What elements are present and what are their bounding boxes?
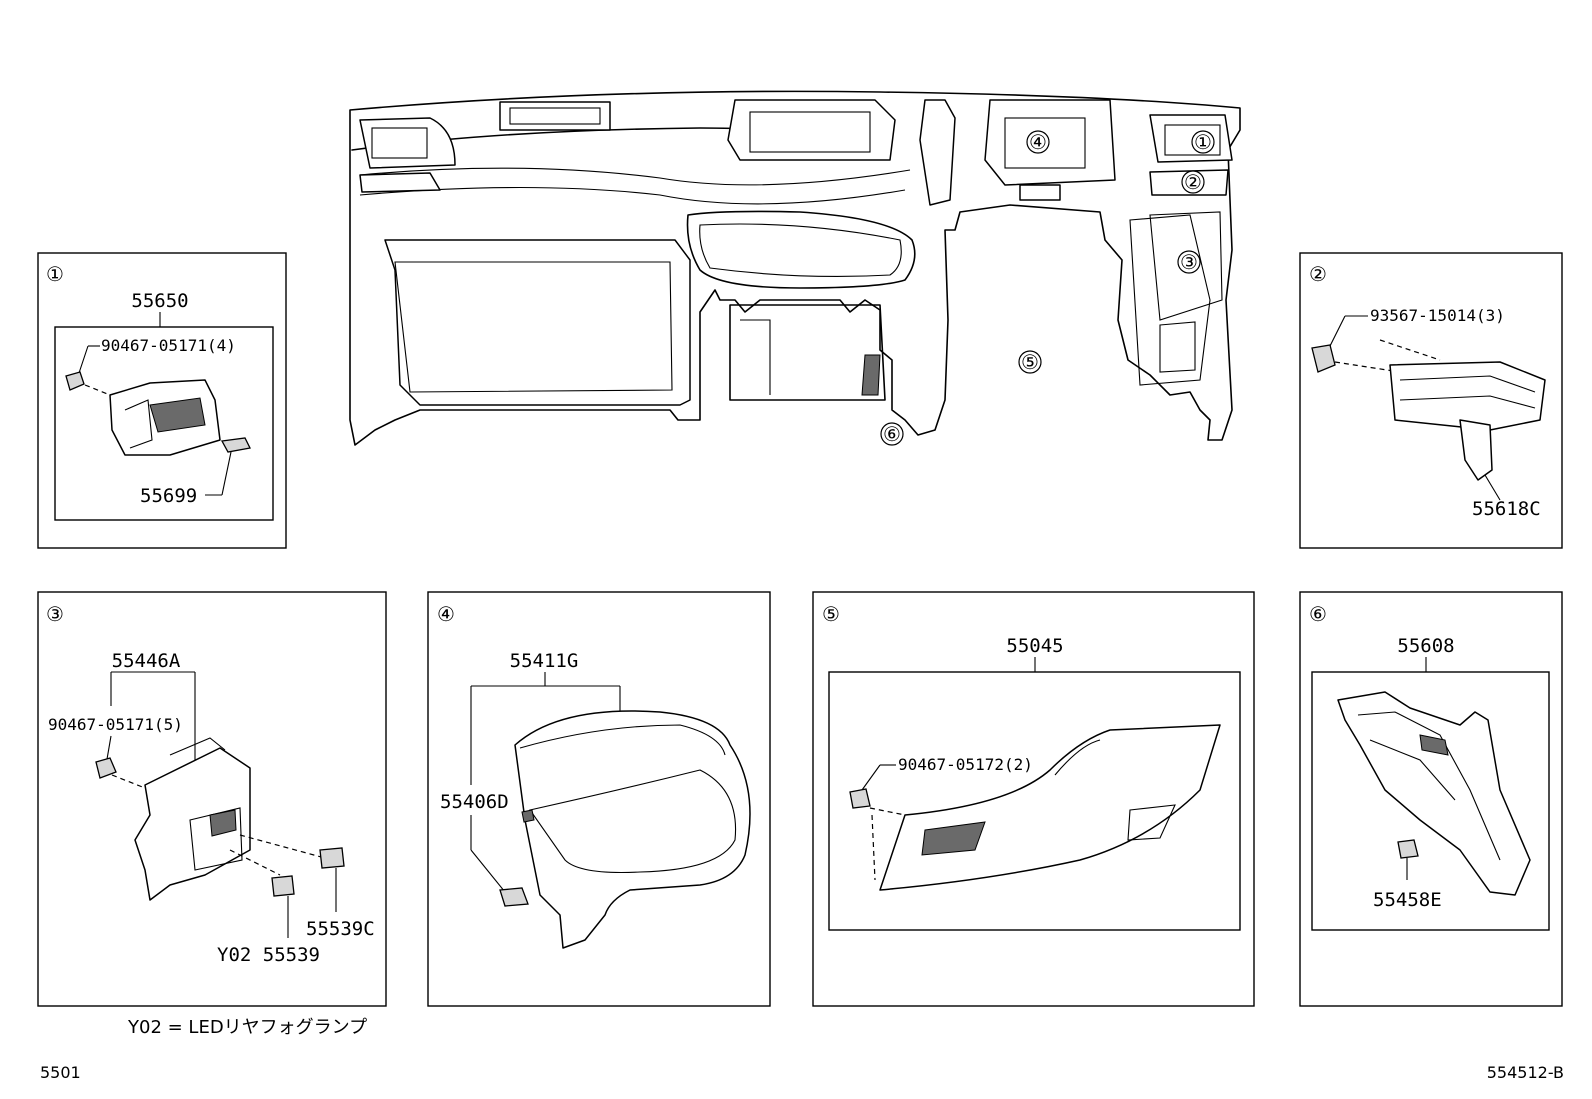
- detail-panel-5: ⑤ 55045 90467-05172(2): [813, 592, 1254, 1006]
- callout-1-marker: ①: [1192, 130, 1214, 154]
- svg-text:⑥: ⑥: [883, 422, 901, 446]
- detail-panel-4: ④ 55411G 55406D: [428, 592, 770, 1006]
- part-number-55618C: 55618C: [1472, 498, 1541, 520]
- part-number-90467-05171-5: 90467-05171(5): [48, 715, 183, 734]
- part-number-90467-05171-4: 90467-05171(4): [101, 336, 236, 355]
- callout-2-marker: ②: [1182, 170, 1204, 194]
- part-number-55045: 55045: [1006, 635, 1063, 657]
- part-number-90467-05172-2: 90467-05172(2): [898, 755, 1033, 774]
- part-number-Y02-55539: Y02 55539: [217, 944, 320, 966]
- part-number-55650: 55650: [131, 290, 188, 312]
- page-code-right: 554512-B: [1487, 1063, 1564, 1082]
- panel-5-index: ⑤: [822, 602, 840, 626]
- callout-5-marker: ⑤: [1019, 350, 1041, 374]
- panel-2-index: ②: [1309, 262, 1327, 286]
- svg-text:⑤: ⑤: [1021, 350, 1039, 374]
- panel-3-index: ③: [46, 602, 64, 626]
- part-number-55406D: 55406D: [440, 791, 509, 813]
- part-number-55446A: 55446A: [112, 650, 181, 672]
- callout-4-marker: ④: [1027, 130, 1049, 154]
- panel-6-index: ⑥: [1309, 602, 1327, 626]
- footnote-y02: Y02 = LEDリヤフォグランプ: [127, 1017, 367, 1038]
- part-number-55699: 55699: [140, 485, 197, 507]
- callout-6-marker: ⑥: [881, 422, 903, 446]
- detail-panel-6: ⑥ 55608 55458E: [1300, 592, 1562, 1006]
- part-number-55608: 55608: [1397, 635, 1454, 657]
- svg-text:④: ④: [1029, 130, 1047, 154]
- svg-text:③: ③: [1180, 250, 1198, 274]
- part-number-55411G: 55411G: [510, 650, 579, 672]
- detail-panel-3: ③ 55446A 90467-05171(5) 55539C Y02 55539: [38, 592, 386, 1006]
- part-number-93567-15014-3: 93567-15014(3): [1370, 306, 1505, 325]
- part-number-55539C: 55539C: [306, 918, 375, 940]
- detail-panel-1: ① 55650 90467-05171(4) 55699: [38, 253, 286, 548]
- page-code-left: 5501: [40, 1063, 81, 1082]
- svg-text:②: ②: [1184, 170, 1202, 194]
- panel-1-index: ①: [46, 262, 64, 286]
- svg-text:①: ①: [1194, 130, 1212, 154]
- callout-3-marker: ③: [1178, 250, 1200, 274]
- panel-4-index: ④: [437, 602, 455, 626]
- part-number-55458E: 55458E: [1373, 889, 1442, 911]
- instrument-panel-assembly: ① ② ③ ④ ⑤ ⑥: [350, 91, 1240, 446]
- detail-panel-2: ② 93567-15014(3) 55618C: [1300, 253, 1562, 548]
